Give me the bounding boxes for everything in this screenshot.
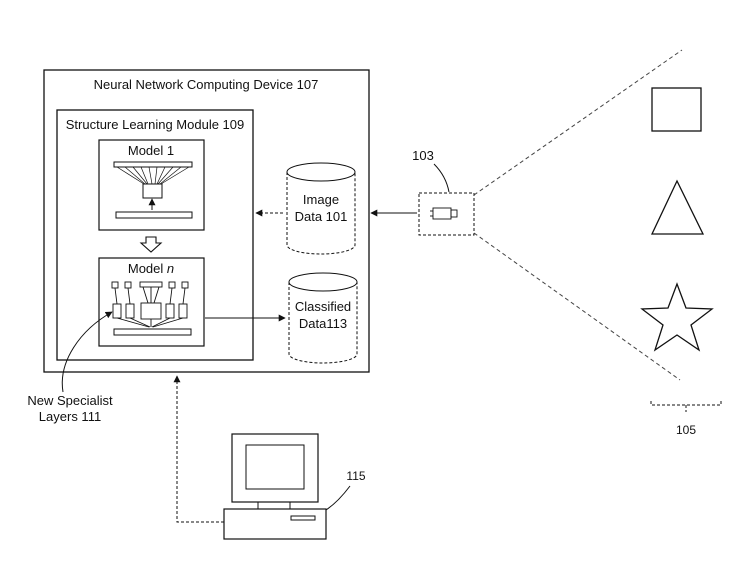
square-shape	[651, 87, 702, 132]
field-of-view-lower	[473, 232, 681, 381]
computer-terminal: 115	[223, 433, 366, 540]
model-1-title: Model 1	[128, 143, 174, 158]
camera-device: 103	[412, 148, 475, 236]
objects-ref-label: 105	[676, 423, 696, 437]
image-data-label-2: Data 101	[295, 209, 348, 224]
structure-learning-module-box: Structure Learning Module 109	[56, 109, 254, 361]
field-of-view-upper	[473, 49, 683, 196]
specialist-label-2: Layers 111	[39, 409, 101, 424]
model-n-box: Model n	[98, 257, 205, 347]
computing-device-title: Neural Network Computing Device 107	[94, 77, 319, 92]
computer-ref-label: 115	[346, 469, 365, 483]
model-transition-arrow	[139, 236, 163, 253]
model-n-title: Model n	[128, 261, 174, 276]
monitor-icon	[231, 433, 319, 510]
triangle-shape	[650, 179, 705, 235]
classified-data-label-1: Classified	[295, 299, 351, 314]
model-n-specialist-layers	[111, 281, 189, 328]
cpu-case-icon	[223, 508, 327, 540]
camera-leader-line	[433, 163, 450, 193]
image-data-cylinder: Image Data 101	[286, 162, 356, 255]
specialist-label-1: New Specialist	[27, 393, 113, 408]
model-1-fan-lines	[116, 166, 190, 185]
classified-data-label-2: Data113	[299, 316, 347, 331]
image-data-label-1: Image	[303, 192, 339, 207]
computer-leader-line	[325, 485, 351, 511]
camera-ref-label: 103	[412, 148, 434, 163]
classified-data-cylinder: Classified Data113	[288, 272, 358, 364]
camera-icon	[430, 207, 458, 220]
objects-bracket	[650, 401, 722, 412]
specialist-leader-line	[61, 311, 113, 393]
computer-to-device-arrow	[173, 375, 224, 523]
model-1-box: Model 1	[98, 139, 205, 231]
computing-device-box: Neural Network Computing Device 107	[43, 69, 370, 373]
structure-learning-module-title: Structure Learning Module 109	[66, 117, 245, 132]
star-shape	[640, 282, 714, 352]
